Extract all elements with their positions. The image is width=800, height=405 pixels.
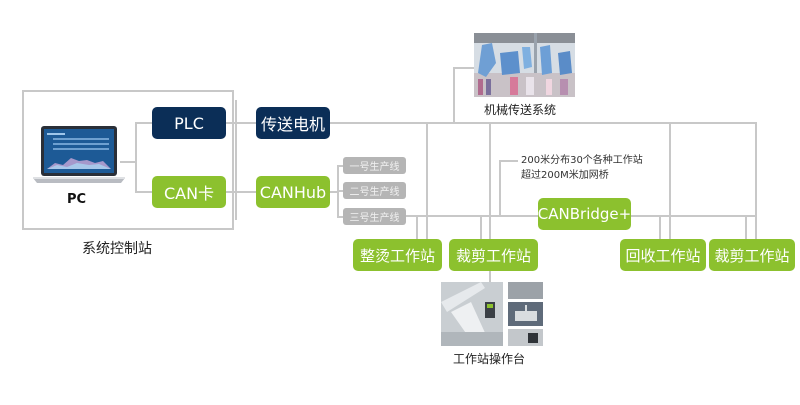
production-line-1[interactable]: 一号生产线: [343, 157, 406, 174]
connector: [480, 215, 482, 243]
conveyor-system-label: 机械传送系统: [484, 103, 557, 117]
connector: [745, 215, 747, 243]
connector: [337, 165, 343, 167]
operation-console-label: 工作站操作台: [453, 352, 526, 366]
production-line-3[interactable]: 三号生产线: [343, 208, 406, 225]
note-line-1: 200米分布30个各种工作站: [521, 155, 643, 166]
can-card-node[interactable]: CAN卡: [152, 176, 226, 208]
connector: [406, 215, 540, 217]
connector: [669, 122, 671, 242]
connector: [489, 122, 491, 292]
connector: [337, 190, 343, 192]
connector: [135, 122, 153, 124]
connector: [426, 122, 428, 242]
connector: [659, 215, 661, 243]
console-device-image-2: [508, 302, 543, 326]
connector: [630, 215, 757, 217]
connector: [499, 160, 518, 162]
connector: [755, 122, 757, 242]
connector: [135, 122, 137, 192]
connector: [330, 122, 757, 124]
connector: [416, 215, 418, 243]
conveyor-system-image: [474, 33, 575, 97]
connector: [120, 161, 136, 163]
connector: [453, 67, 475, 69]
workstation-ironing[interactable]: 整烫工作站: [353, 239, 442, 271]
connector: [135, 191, 153, 193]
console-factory-image: [441, 282, 503, 346]
motor-node[interactable]: 传送电机: [256, 107, 330, 139]
connector: [330, 191, 338, 193]
control-station-frame: [22, 90, 234, 230]
pc-label: PC: [67, 192, 87, 207]
canbridge-node[interactable]: CANBridge+: [538, 198, 631, 230]
pc-laptop-icon: [33, 125, 125, 185]
console-device-image-1: [508, 282, 543, 299]
production-line-2[interactable]: 二号生产线: [343, 182, 406, 199]
console-device-image-3: [508, 329, 543, 346]
connector: [226, 122, 256, 124]
plc-node[interactable]: PLC: [152, 107, 226, 139]
control-station-label: 系统控制站: [82, 241, 152, 257]
note-line-2: 超过200M米加网桥: [521, 170, 609, 181]
canhub-node[interactable]: CANHub: [256, 176, 330, 208]
connector: [337, 216, 343, 218]
connector: [226, 191, 256, 193]
connector: [453, 67, 455, 123]
workstation-cutting-1[interactable]: 裁剪工作站: [449, 239, 538, 271]
connector: [499, 160, 501, 216]
workstation-recycling[interactable]: 回收工作站: [620, 239, 706, 271]
workstation-cutting-2[interactable]: 裁剪工作站: [709, 239, 795, 271]
connector: [235, 100, 237, 220]
